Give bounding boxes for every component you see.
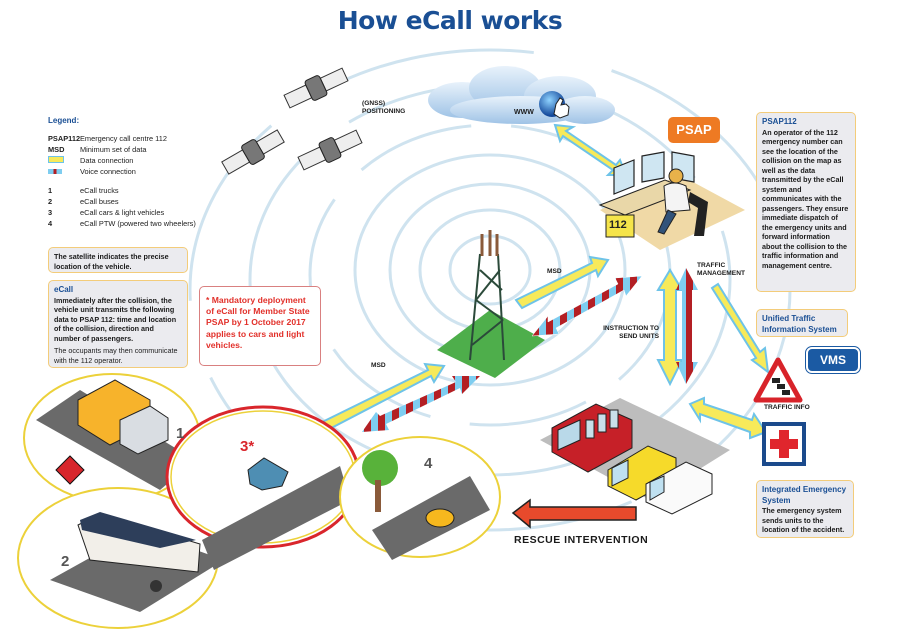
- traffic-management-label: TRAFFIC MANAGEMENT: [697, 262, 745, 277]
- legend-vehicle-item: 2 eCall buses: [48, 197, 119, 206]
- scene-motorcycle: [339, 436, 501, 560]
- msd-label-lower: MSD: [371, 362, 386, 369]
- voice-connection-arrow-upper: [531, 275, 643, 337]
- voice-connection-swatch: [48, 169, 62, 174]
- gnss-positioning-label: (GNSS) POSITIONING: [362, 100, 406, 115]
- legend-vehicle-item: 1 eCall trucks: [48, 186, 119, 195]
- ecall-info-box: eCall Immediately after the collision, t…: [48, 280, 188, 368]
- scene-number-3: 3*: [240, 438, 255, 455]
- legend: Legend: PSAP112 Emergency call centre 11…: [48, 116, 238, 229]
- psap112-box-title: PSAP112: [762, 117, 797, 126]
- desk-112-panel: [605, 214, 635, 238]
- ies-info-box: Integrated Emergency System The emergenc…: [756, 480, 854, 538]
- legend-title: Legend:: [48, 116, 80, 125]
- www-label: WWW: [514, 109, 534, 116]
- scene-car: [165, 405, 361, 570]
- data-arrow-to-vms: [710, 282, 770, 375]
- traffic-info-label: TRAFFIC INFO: [764, 404, 810, 411]
- data-connection-swatch: [48, 156, 64, 163]
- first-aid-sign-icon: [762, 422, 806, 466]
- legend-vehicle-item: 3 eCall cars & light vehicles: [48, 208, 165, 217]
- operator-icon: [657, 168, 708, 236]
- hand-cursor-icon: [553, 97, 570, 119]
- radio-waves: [188, 48, 792, 532]
- msd-label-upper: MSD: [547, 268, 562, 275]
- ecall-box-note: The occupants may then communicate with …: [54, 346, 178, 365]
- utis-info-box: Unified Traffic Information System: [756, 309, 848, 337]
- ies-box-text: The emergency system sends units to the …: [762, 506, 845, 535]
- scene-number-4: 4: [424, 455, 433, 472]
- mandatory-deployment-note: * Mandatory deployment of eCall for Memb…: [199, 286, 321, 366]
- msd-data-arrow-lower: [308, 362, 446, 438]
- satellite-icon: [221, 129, 285, 175]
- legend-item: Voice connection: [48, 166, 238, 177]
- scene-truck: [23, 373, 201, 503]
- instruction-label: INSTRUCTION TO SEND UNITS: [603, 325, 659, 340]
- ies-box-title: Integrated Emergency System: [762, 485, 847, 505]
- psap-badge: PSAP: [668, 117, 720, 143]
- vms-badge: VMS: [805, 346, 861, 374]
- tower-base: [437, 310, 545, 378]
- satellite-icon: [297, 129, 363, 171]
- page-title: How eCall works: [337, 6, 563, 35]
- ecall-box-text: Immediately after the collision, the veh…: [54, 295, 177, 343]
- traffic-warning-sign-icon: [753, 357, 803, 403]
- scene-number-2: 2: [61, 553, 70, 570]
- legend-item: MSD Minimum set of data: [48, 145, 147, 154]
- satellite-icon: [283, 67, 349, 109]
- rescue-intervention-label: RESCUE INTERVENTION: [514, 534, 649, 546]
- psap112-info-box: PSAP112 An operator of the 112 emergency…: [756, 112, 856, 292]
- police-van-icon: [645, 461, 713, 515]
- voice-arrow-vertical: [676, 268, 698, 384]
- legend-item: PSAP112 Emergency call centre 112: [48, 134, 167, 143]
- psap112-box-text: An operator of the 112 emergency number …: [762, 127, 849, 270]
- ecall-box-title: eCall: [54, 285, 74, 294]
- legend-item: Data connection: [48, 155, 238, 166]
- satellite-info-box: The satellite indicates the precise loca…: [48, 247, 188, 273]
- scene-number-1: 1: [176, 425, 185, 442]
- msd-data-arrow-upper: [514, 255, 610, 310]
- voice-connection-arrow-lower: [362, 376, 480, 432]
- legend-vehicle-item: 4 eCall PTW (powered two wheelers): [48, 219, 196, 228]
- rescue-arrow: [511, 498, 637, 529]
- desk-112-label: 112: [609, 219, 627, 231]
- fire-truck-icon: [551, 403, 633, 473]
- cell-tower-icon: [469, 230, 505, 361]
